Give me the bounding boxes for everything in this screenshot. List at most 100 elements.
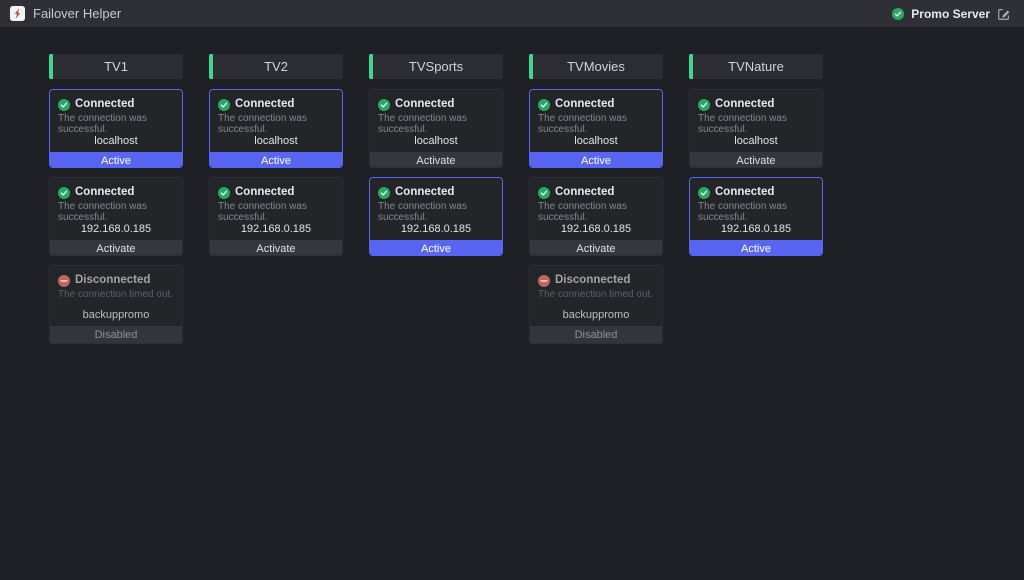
server-message: The connection was successful.	[50, 198, 182, 223]
server-label: Promo Server	[911, 7, 990, 21]
check-circle-icon	[218, 186, 230, 198]
server-card[interactable]: Connected The connection was successful.…	[49, 89, 183, 168]
channel-cards: Connected The connection was successful.…	[689, 89, 823, 256]
server-action-button[interactable]: Active	[210, 152, 342, 168]
check-circle-icon	[698, 186, 710, 198]
server-card[interactable]: Connected The connection was successful.…	[689, 89, 823, 168]
server-card[interactable]: Connected The connection was successful.…	[689, 177, 823, 256]
minus-circle-icon	[58, 274, 70, 286]
server-status-label: Connected	[75, 98, 134, 110]
server-host: localhost	[210, 135, 342, 152]
server-status-row: Connected	[690, 90, 822, 110]
server-status-label: Connected	[555, 186, 614, 198]
server-action-button[interactable]: Activate	[690, 152, 822, 168]
server-card[interactable]: Connected The connection was successful.…	[49, 177, 183, 256]
server-action-button[interactable]: Activate	[370, 152, 502, 168]
channel-accent-bar	[209, 54, 213, 79]
server-status-label: Connected	[715, 186, 774, 198]
server-message: The connection was successful.	[370, 110, 502, 135]
server-status-row: Connected	[210, 90, 342, 110]
channel-column: TVMovies Connected The connection was su…	[529, 54, 663, 353]
channel-title: TV1	[104, 59, 128, 74]
server-host: 192.168.0.185	[210, 223, 342, 240]
server-host: localhost	[530, 135, 662, 152]
channel-header: TV1	[49, 54, 183, 79]
channel-cards: Connected The connection was successful.…	[369, 89, 503, 256]
server-action-button[interactable]: Active	[50, 152, 182, 168]
server-action-button[interactable]: Active	[690, 240, 822, 256]
server-status-label: Connected	[395, 98, 454, 110]
check-circle-icon	[538, 98, 550, 110]
server-host: 192.168.0.185	[370, 223, 502, 240]
server-card[interactable]: Connected The connection was successful.…	[369, 89, 503, 168]
server-action-button[interactable]: Active	[370, 240, 502, 256]
channel-cards: Connected The connection was successful.…	[209, 89, 343, 256]
server-status-row: Connected	[50, 90, 182, 110]
channels-row: TV1 Connected The connection was success…	[0, 28, 1024, 353]
server-message: The connection was successful.	[690, 198, 822, 223]
logo-bolt-icon	[10, 6, 25, 21]
minus-circle-icon	[538, 274, 550, 286]
channel-title: TV2	[264, 59, 288, 74]
server-host: localhost	[690, 135, 822, 152]
server-card[interactable]: Connected The connection was successful.…	[209, 177, 343, 256]
check-circle-icon	[218, 98, 230, 110]
channel-accent-bar	[49, 54, 53, 79]
app-title: Failover Helper	[33, 6, 121, 21]
channel-accent-bar	[689, 54, 693, 79]
channel-column: TVNature Connected The connection was su…	[689, 54, 823, 265]
server-message: The connection timed out.	[50, 286, 182, 300]
server-host: localhost	[50, 135, 182, 152]
channel-accent-bar	[369, 54, 373, 79]
server-action-button[interactable]: Activate	[210, 240, 342, 256]
server-message: The connection timed out.	[530, 286, 662, 300]
server-message: The connection was successful.	[530, 110, 662, 135]
check-circle-icon	[698, 98, 710, 110]
channel-header: TVSports	[369, 54, 503, 79]
check-circle-icon	[58, 98, 70, 110]
channel-title: TVSports	[409, 59, 463, 74]
channel-header: TVMovies	[529, 54, 663, 79]
server-action-button[interactable]: Active	[530, 152, 662, 168]
server-status-label: Connected	[555, 98, 614, 110]
server-card[interactable]: Connected The connection was successful.…	[529, 89, 663, 168]
server-card: Disconnected The connection timed out. b…	[529, 265, 663, 344]
server-status-row: Connected	[210, 178, 342, 198]
server-message: The connection was successful.	[210, 198, 342, 223]
app-header: Failover Helper Promo Server	[0, 0, 1024, 28]
server-message: The connection was successful.	[530, 198, 662, 223]
server-status-label: Connected	[235, 98, 294, 110]
server-host: 192.168.0.185	[50, 223, 182, 240]
server-action-button[interactable]: Activate	[530, 240, 662, 256]
channel-cards: Connected The connection was successful.…	[49, 89, 183, 344]
server-action-button[interactable]: Activate	[50, 240, 182, 256]
server-host: localhost	[370, 135, 502, 152]
server-host: 192.168.0.185	[690, 223, 822, 240]
check-circle-icon	[538, 186, 550, 198]
server-status-label: Connected	[75, 186, 134, 198]
channel-title: TVNature	[728, 59, 784, 74]
channel-title: TVMovies	[567, 59, 625, 74]
server-status-row: Connected	[530, 178, 662, 198]
server-message: The connection was successful.	[690, 110, 822, 135]
server-status-row: Disconnected	[530, 266, 662, 286]
channel-column: TV2 Connected The connection was success…	[209, 54, 343, 265]
check-circle-icon	[892, 8, 904, 20]
server-status-label: Connected	[235, 186, 294, 198]
server-card: Disconnected The connection timed out. b…	[49, 265, 183, 344]
server-status-row: Disconnected	[50, 266, 182, 286]
server-card[interactable]: Connected The connection was successful.…	[209, 89, 343, 168]
server-status-label: Disconnected	[75, 274, 150, 286]
server-card[interactable]: Connected The connection was successful.…	[369, 177, 503, 256]
check-circle-icon	[58, 186, 70, 198]
server-card[interactable]: Connected The connection was successful.…	[529, 177, 663, 256]
channel-column: TVSports Connected The connection was su…	[369, 54, 503, 265]
server-status-label: Disconnected	[555, 274, 630, 286]
edit-icon[interactable]	[997, 7, 1011, 21]
server-host: backuppromo	[50, 309, 182, 326]
channel-header: TVNature	[689, 54, 823, 79]
channel-accent-bar	[529, 54, 533, 79]
server-status-label: Connected	[395, 186, 454, 198]
server-action-button: Disabled	[530, 326, 662, 343]
server-host: backuppromo	[530, 309, 662, 326]
